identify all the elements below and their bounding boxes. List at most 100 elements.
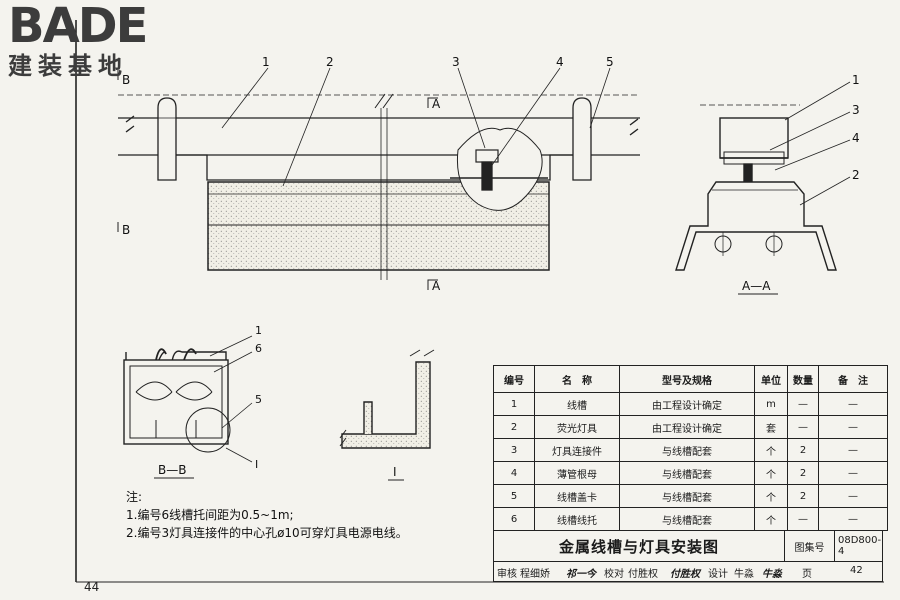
bom-cell: 5 xyxy=(493,484,535,508)
bb-callout-i: I xyxy=(255,458,258,471)
design-label: 设计 xyxy=(708,569,728,580)
section-mark-b-bottom: B xyxy=(122,223,130,237)
bb-callout-1: 1 xyxy=(255,324,262,337)
section-aa xyxy=(675,81,851,271)
section-mark-a-bottom: A xyxy=(432,279,441,293)
view-label-bb: B—B xyxy=(158,463,186,477)
bom-cell: 由工程设计确定 xyxy=(619,415,755,439)
design-signature: 牛淼 xyxy=(762,569,782,580)
bom-cell: 线槽线托 xyxy=(534,507,620,531)
elev-callout-1: 1 xyxy=(262,55,270,69)
bom-cell: 4 xyxy=(493,461,535,485)
bom-cell: 套 xyxy=(754,415,788,439)
bom-header-unit: 单位 xyxy=(754,365,788,393)
bade-logo-subtitle: 建装基地 xyxy=(8,52,128,80)
bom-cell: — xyxy=(818,484,888,508)
bom-cell: 线槽 xyxy=(534,392,620,416)
table-row: 1 线槽 由工程设计确定 m — — xyxy=(493,392,888,416)
drawing-title: 金属线槽与灯具安装图 xyxy=(493,530,785,562)
review-signature: 祁一今 xyxy=(566,569,596,580)
atlas-label: 图集号 xyxy=(785,530,835,562)
note-line-2: 2.编号3灯具连接件的中心孔ø10可穿灯具电源电线。 xyxy=(126,526,408,540)
bom-cell: 灯具连接件 xyxy=(534,438,620,462)
bom-cell: — xyxy=(818,438,888,462)
bom-cell: 2 xyxy=(493,415,535,439)
aa-callout-3: 3 xyxy=(852,103,860,117)
review-name: 程细娇 xyxy=(520,569,550,580)
bom-cell: — xyxy=(818,415,888,439)
bom-header-row: 编号 名 称 型号及规格 单位 数量 备 注 xyxy=(493,365,888,393)
sheet-frame xyxy=(75,20,884,583)
bom-cell: 与线槽配套 xyxy=(619,507,755,531)
bom-cell: 与线槽配套 xyxy=(619,438,755,462)
table-row: 5 线槽盖卡 与线槽配套 个 2 — xyxy=(493,484,888,508)
bom-cell: 与线槽配套 xyxy=(619,461,755,485)
elev-callout-5: 5 xyxy=(606,55,614,69)
table-row: 4 薄管根母 与线槽配套 个 2 — xyxy=(493,461,888,485)
notes-block: 注: 1.编号6线槽托间距为0.5~1m; 2.编号3灯具连接件的中心孔ø10可… xyxy=(126,488,408,542)
table-row: 6 线槽线托 与线槽配套 个 — — xyxy=(493,507,888,531)
page-label: 页 xyxy=(802,569,812,580)
check-signature: 付胜权 xyxy=(670,569,700,580)
bom-cell: 1 xyxy=(493,392,535,416)
elev-callout-3: 3 xyxy=(452,55,460,69)
bom-cell: — xyxy=(787,507,819,531)
bom-header-name: 名 称 xyxy=(534,365,620,393)
review-label: 审核 xyxy=(497,569,517,580)
bom-cell: 薄管根母 xyxy=(534,461,620,485)
bb-callout-5: 5 xyxy=(255,393,262,406)
bom-cell: 2 xyxy=(787,484,819,508)
bom-cell: 3 xyxy=(493,438,535,462)
title-block: 金属线槽与灯具安装图 图集号 08D800-4 审核 程细娇 祁一今 校对 付胜… xyxy=(493,530,883,582)
bom-cell: m xyxy=(754,392,788,416)
bom-header-remark: 备 注 xyxy=(818,365,888,393)
check-label: 校对 xyxy=(604,569,624,580)
section-mark-b-top: B xyxy=(122,73,130,87)
page-number-42: 42 xyxy=(850,565,863,576)
elevation-view xyxy=(117,67,640,290)
aa-callout-1: 1 xyxy=(852,73,860,87)
page-number: 44 xyxy=(84,580,100,594)
elevation-callouts: 1 2 3 4 5 A A B B xyxy=(122,55,614,293)
bom-cell: 2 xyxy=(787,438,819,462)
bom-cell: 线槽盖卡 xyxy=(534,484,620,508)
section-bb xyxy=(123,335,253,463)
bom-cell: 由工程设计确定 xyxy=(619,392,755,416)
atlas-number: 08D800-4 xyxy=(835,530,883,562)
bom-cell: 个 xyxy=(754,484,788,508)
note-line-1: 1.编号6线槽托间距为0.5~1m; xyxy=(126,508,294,522)
elev-callout-2: 2 xyxy=(326,55,334,69)
bom-cell: — xyxy=(787,392,819,416)
notes-heading: 注: xyxy=(126,490,143,504)
bb-callout-6: 6 xyxy=(255,342,262,355)
view-label-aa: A—A xyxy=(742,279,771,293)
bom-cell: 6 xyxy=(493,507,535,531)
bom-cell: — xyxy=(818,461,888,485)
bom-header-no: 编号 xyxy=(493,365,535,393)
bom-header-qty: 数量 xyxy=(787,365,819,393)
bom-cell: 2 xyxy=(787,461,819,485)
bom-cell: 与线槽配套 xyxy=(619,484,755,508)
table-row: 3 灯具连接件 与线槽配套 个 2 — xyxy=(493,438,888,462)
bom-cell: 个 xyxy=(754,461,788,485)
bom-cell: — xyxy=(818,507,888,531)
bom-cell: 荧光灯具 xyxy=(534,415,620,439)
aa-callout-2: 2 xyxy=(852,168,860,182)
bom-header-spec: 型号及规格 xyxy=(619,365,755,393)
bill-of-materials: 编号 名 称 型号及规格 单位 数量 备 注 1 线槽 由工程设计确定 m — … xyxy=(493,365,888,531)
signature-row: 审核 程细娇 祁一今 校对 付胜权 付胜权 设计 牛淼 牛淼 页 42 xyxy=(493,562,883,582)
bade-logo: BADE xyxy=(8,0,148,54)
bom-cell: 个 xyxy=(754,507,788,531)
bom-cell: — xyxy=(787,415,819,439)
section-bb-labels: 1 6 5 I B—B xyxy=(158,324,262,477)
detail-i xyxy=(339,349,435,449)
view-label-detail: I xyxy=(393,465,397,479)
bom-cell: 个 xyxy=(754,438,788,462)
section-mark-a-top: A xyxy=(432,97,441,111)
section-aa-labels: 1 3 4 2 A—A xyxy=(742,73,860,293)
bom-cell: — xyxy=(818,392,888,416)
design-name: 牛淼 xyxy=(734,569,754,580)
check-name: 付胜权 xyxy=(628,569,658,580)
aa-callout-4: 4 xyxy=(852,131,860,145)
elev-callout-4: 4 xyxy=(556,55,564,69)
